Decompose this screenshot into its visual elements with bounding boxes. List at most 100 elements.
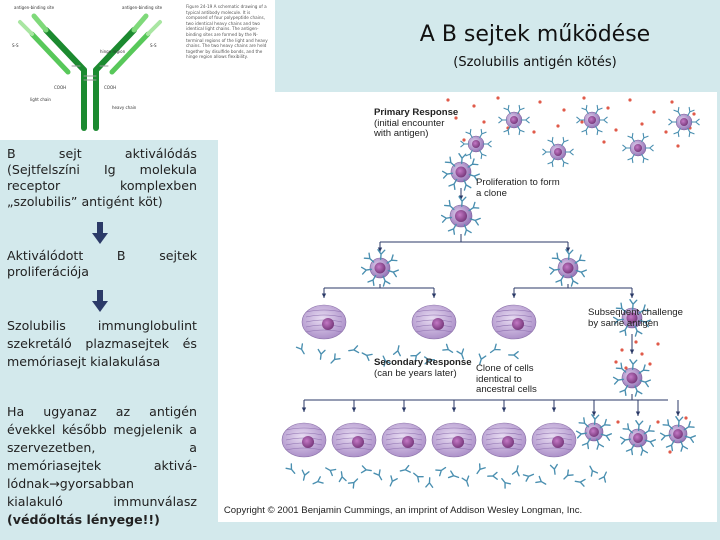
antibody-stroke	[542, 148, 552, 156]
b-cell-nucleus	[454, 209, 468, 223]
antibody-icon	[373, 469, 383, 481]
antibody-icon	[382, 355, 391, 367]
text-line: Szolubilis immunglobulint	[7, 318, 197, 333]
plasma-cell-nucleus	[452, 436, 464, 448]
antibody-icon	[423, 356, 435, 365]
antibody-stroke	[619, 436, 632, 445]
antibody-icon	[634, 385, 643, 397]
plasma-cell-nucleus	[502, 436, 514, 448]
antibody-stroke	[673, 106, 681, 117]
text-line: szervezetben, a	[7, 440, 197, 455]
antibody-stroke	[295, 343, 305, 355]
b-cell-nucleus	[626, 312, 638, 324]
antibody-icon	[627, 153, 635, 164]
antibody-icon	[675, 416, 684, 427]
plasma-cell-er	[495, 329, 533, 333]
b-cell	[548, 249, 587, 287]
antibody-icon	[469, 217, 481, 226]
antibody-stroke	[503, 104, 511, 115]
antibody-stroke	[338, 471, 347, 483]
clone-label: Clone of cells identical to ancestral ce…	[476, 363, 537, 395]
plasma-cell-er	[435, 447, 473, 451]
antibody-icon	[489, 343, 501, 354]
antibody-stroke	[565, 249, 574, 260]
antibody-stroke	[503, 125, 511, 136]
antibody-icon	[629, 299, 638, 310]
proliferation-label: Proliferation to form a clone	[476, 177, 560, 199]
arrow-head	[629, 349, 635, 354]
text-line: szekretáló plazmasejtek és	[7, 336, 197, 351]
antibody-stroke	[640, 444, 649, 456]
antibody-icon	[574, 478, 586, 487]
antibody-icon	[596, 438, 605, 450]
arrow-head	[301, 407, 307, 412]
antibody-stroke	[410, 351, 421, 362]
antibody-icon	[468, 173, 480, 182]
antigen-dot	[634, 340, 638, 344]
antibody-icon	[301, 469, 310, 481]
antibody-stroke	[643, 424, 655, 435]
antibody-icon	[479, 149, 487, 160]
antibody-icon	[435, 466, 447, 477]
antibody-icon	[399, 464, 411, 473]
antibody-icon	[444, 199, 455, 211]
text-line: memóriasejtek aktivá-	[7, 458, 197, 473]
ss-label-right: S-S	[150, 43, 157, 48]
antigen-dot	[482, 120, 486, 124]
arrow-head	[351, 407, 357, 412]
plasma-cell-er	[435, 427, 473, 431]
antibody-stroke	[612, 316, 625, 325]
antigen-dot	[446, 98, 450, 102]
plasma-cell-er	[335, 432, 373, 436]
antigen-dot	[454, 116, 458, 120]
antibody-icon	[684, 435, 697, 443]
antibody-icon	[463, 224, 472, 236]
antibody-stroke	[498, 116, 508, 124]
antibody-stroke	[561, 136, 569, 147]
antibody-stroke	[461, 475, 470, 487]
plasma-cell-er	[485, 447, 523, 451]
b-cell-nucleus	[626, 372, 638, 384]
antibody-icon	[522, 473, 535, 482]
down-arrow-icon	[92, 222, 108, 244]
antibody-stroke	[547, 136, 555, 147]
antibody-stroke	[547, 157, 555, 168]
antibody-icon	[465, 128, 473, 139]
antibody-icon	[638, 304, 650, 314]
antibody-icon	[555, 274, 565, 287]
antigen-dot	[538, 100, 542, 104]
antibody-stroke	[447, 470, 460, 479]
antibody-stroke	[687, 127, 695, 138]
antibody-icon	[641, 132, 649, 143]
antibody-icon	[600, 433, 613, 441]
antibody-stroke	[363, 252, 375, 263]
antibody-icon	[635, 420, 644, 431]
plasma-cell-er	[335, 447, 373, 451]
antibody-stroke	[680, 440, 689, 452]
antibody-stroke	[619, 384, 629, 397]
antibody-icon	[317, 348, 326, 360]
antibody-stroke	[638, 304, 650, 314]
antibody-icon	[330, 353, 341, 364]
antibody-stroke	[622, 144, 632, 152]
b-cell-nucleus	[554, 148, 562, 156]
subsequent-challenge-label: Subsequent challenge by same antigen	[588, 307, 683, 329]
plasma-cell-nucleus	[302, 436, 314, 448]
antibody-icon	[367, 274, 377, 287]
immune-response-diagram: Primary Response (initial encounter with…	[218, 92, 717, 522]
cooh-label-left: COOH	[54, 85, 67, 90]
antibody-icon	[325, 467, 337, 477]
antibody-icon	[517, 104, 525, 115]
antibody-stroke	[465, 128, 473, 139]
antibody-stroke	[563, 469, 574, 480]
plasma-cell-er	[285, 427, 323, 431]
antibody-stroke	[330, 353, 341, 364]
antibody-icon	[413, 472, 424, 483]
antibody-icon	[641, 153, 649, 164]
antibody-stroke	[479, 128, 487, 139]
b-cell-nucleus	[633, 433, 643, 443]
antibody-icon	[644, 439, 657, 447]
antibody-icon	[551, 252, 563, 263]
arrow-head	[321, 293, 327, 298]
text-line: proliferációja	[7, 264, 90, 279]
